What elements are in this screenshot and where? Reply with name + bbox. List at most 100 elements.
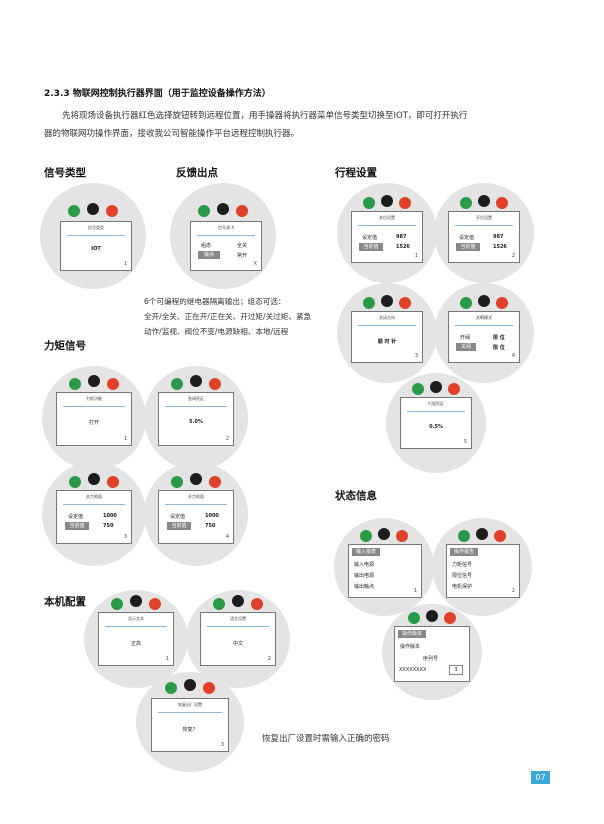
green-knob-icon — [458, 530, 470, 542]
feedback-note-line-3: 动作/监视、阀位不变/电源缺相、本地/远程 — [144, 327, 289, 336]
screen-title: 关闭方向 — [379, 315, 395, 320]
screen-language: 语言设置 中文 2 — [200, 612, 276, 666]
feedback-note: 6个可编程的继电器隔离输出；组态可选： 全开/全关、正在开/正在关、开过矩/关过… — [144, 294, 311, 339]
red-knob-icon — [396, 530, 408, 542]
current-label-selected[interactable]: 当前值 — [167, 522, 191, 530]
green-knob-icon — [213, 598, 225, 610]
current-value: 1526 — [493, 244, 507, 250]
dial-status-version: 操作版本 操作版本 序列号 XXXXXXXX 3 — [382, 604, 482, 700]
red-knob-icon — [399, 197, 411, 209]
section-torque: 力矩信号 — [44, 340, 86, 352]
dial-status-reports: 操作报告 力矩信号 限位信号 电机保护 2 — [432, 518, 532, 616]
screen-title: 开位设置 — [476, 215, 492, 220]
menu-item-selected[interactable]: 操作报告 — [450, 548, 478, 556]
screen-feedback: 信号源 X 组态 全关 输点 常开 X — [190, 221, 262, 271]
red-knob-icon — [496, 297, 508, 309]
screen-value: IOT — [91, 246, 101, 252]
divider — [63, 504, 125, 505]
black-knob-icon — [381, 295, 393, 307]
screen-close-torque: 关力矩值 设定值 1000 当前值 750 3 — [56, 490, 132, 544]
screen-page: 2 — [225, 436, 229, 442]
screen-value: 打开 — [88, 420, 99, 426]
green-knob-icon — [460, 197, 472, 209]
current-label-selected[interactable]: 当前值 — [65, 522, 89, 530]
intro-line-1: 先将现场设备执行器红色选择旋钮转到远程位置，用手操器将执行器菜单信号类型切换至I… — [62, 111, 468, 121]
black-knob-icon — [378, 528, 390, 540]
green-knob-icon — [165, 682, 177, 694]
red-knob-icon — [106, 205, 118, 217]
dial-emergency-deadband: 急阀死区 5.0% 2 — [144, 366, 248, 470]
divider — [455, 225, 513, 226]
screen-page: 3 — [414, 353, 418, 359]
row1-label: 组态 — [201, 243, 212, 249]
section-signal-type: 信号类型 — [44, 167, 86, 179]
black-knob-icon — [217, 203, 229, 215]
section-heading: 2.3.3 物联网控制执行器界面（用于监控设备操作方法） — [44, 89, 271, 99]
red-knob-icon — [209, 476, 221, 488]
current-label-selected[interactable]: 当前值 — [359, 243, 383, 251]
black-knob-icon — [426, 610, 438, 622]
row2-label-selected[interactable]: 输点 — [198, 251, 220, 259]
screen-title: 开力矩值 — [188, 494, 204, 499]
divider — [407, 411, 465, 412]
menu-item[interactable]: 输出电源 — [354, 573, 375, 579]
menu-item-selected[interactable]: 操作版本 — [398, 630, 426, 638]
black-knob-icon — [232, 595, 244, 607]
red-knob-icon — [448, 383, 460, 395]
screen-page: 2 — [511, 588, 515, 594]
black-knob-icon — [381, 195, 393, 207]
black-knob-icon — [184, 679, 196, 691]
black-knob-icon — [130, 595, 142, 607]
dial-status-inputs: 输入报表 输入电源 输出电源 输出触点 1 — [334, 518, 434, 616]
menu-item[interactable]: 操作版本 — [400, 644, 421, 650]
divider — [63, 406, 125, 407]
screen-close-direction: 关闭方向 顺 时 针 3 — [351, 311, 423, 363]
screen-page: 1 — [123, 261, 127, 267]
divider — [358, 325, 416, 326]
divider — [358, 225, 416, 226]
open-value: 限 位 — [493, 335, 505, 341]
screen-title: 力矩功能 — [86, 396, 102, 401]
menu-item-selected[interactable]: 输入报表 — [352, 548, 380, 556]
screen-title: 信号源 X — [217, 225, 234, 230]
menu-item[interactable]: 限位信号 — [452, 573, 473, 579]
dial-display-text: 显示文本 正高 1 — [84, 590, 188, 688]
green-knob-icon — [360, 530, 372, 542]
red-knob-icon — [399, 297, 411, 309]
section-feedback: 反馈出点 — [176, 167, 218, 179]
dial-close-direction: 关闭方向 顺 时 针 3 — [337, 283, 437, 383]
setpoint-value: 1000 — [103, 513, 117, 519]
current-value: 750 — [205, 523, 216, 529]
red-knob-icon — [107, 378, 119, 390]
dial-open-torque: 开力矩值 设定值 1000 当前值 750 4 — [144, 462, 248, 566]
red-knob-icon — [203, 682, 215, 694]
divider — [165, 504, 227, 505]
page-number: 07 — [531, 771, 550, 784]
menu-item[interactable]: 输出触点 — [354, 584, 375, 590]
screen-page: 3 — [220, 742, 224, 748]
setpoint-label: 设定值 — [362, 235, 378, 241]
screen-page: 1 — [414, 253, 418, 259]
red-knob-icon — [149, 598, 161, 610]
row1-value: 全关 — [237, 243, 248, 249]
factory-reset-note: 恢复出厂设置时需输入正确的密码 — [262, 734, 390, 744]
setpoint-label: 设定值 — [170, 514, 186, 520]
menu-item[interactable]: 力矩信号 — [452, 562, 473, 568]
section-status: 状态信息 — [335, 490, 377, 502]
green-knob-icon — [363, 197, 375, 209]
divider — [105, 626, 167, 627]
close-value: 限 位 — [493, 345, 505, 351]
setpoint-value: 987 — [493, 234, 504, 240]
green-knob-icon — [111, 598, 123, 610]
green-knob-icon — [171, 476, 183, 488]
screen-page: 1 — [123, 436, 127, 442]
screen-page: 5 — [463, 439, 467, 445]
menu-item[interactable]: 电机保护 — [452, 584, 473, 590]
screen-page: X — [253, 261, 257, 267]
red-knob-icon — [444, 612, 456, 624]
black-knob-icon — [478, 195, 490, 207]
close-label-selected[interactable]: 关阀 — [456, 343, 476, 351]
menu-item[interactable]: 输入电源 — [354, 562, 375, 568]
current-label-selected[interactable]: 当前值 — [456, 243, 480, 251]
screen-torque-function: 力矩功能 打开 1 — [56, 392, 132, 446]
